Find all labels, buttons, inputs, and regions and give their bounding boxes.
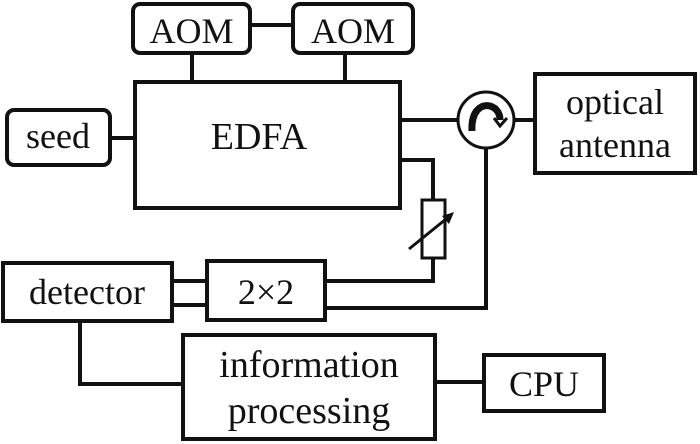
detector-box [1,261,174,323]
aom-block-1: AOM [131,2,252,55]
wire-detector-processing [78,322,182,386]
variable-attenuator-icon [408,212,454,251]
circulator [456,90,516,150]
coupler-box [205,259,327,322]
detector-block: detector [1,261,174,323]
aom-label: AOM [311,11,395,51]
edfa-label: EDFA [211,116,308,158]
optical-antenna-block: optical antenna [533,72,697,175]
seed-label: seed [26,116,90,156]
antenna-box [533,72,697,175]
processing-label-line2: processing [228,390,391,432]
wire-attenuator-coupler [325,258,435,283]
aom-box [291,2,415,55]
coupler-2x2-block: 2×2 [205,259,327,322]
seed-box [5,108,112,167]
wire-circulator-coupler [325,148,488,310]
aom-box [131,2,252,55]
processing-label-line1: information [219,344,398,386]
edfa-box [133,80,402,210]
variable-attenuator [408,198,454,260]
processing-box [181,333,437,441]
detector-label: detector [29,272,145,312]
antenna-label-line1: optical [566,82,664,122]
aom-block-2: AOM [291,2,415,55]
aom-label: AOM [149,11,233,51]
cpu-block: CPU [482,353,606,413]
cpu-label: CPU [509,364,579,404]
circulator-arrow-icon [468,102,509,132]
antenna-label-line2: antenna [559,125,671,165]
seed-block: seed [5,108,112,167]
information-processing-block: information processing [181,333,437,441]
wire-edfa-attenuator [400,158,435,200]
cpu-box [482,353,606,413]
edfa-block: EDFA [133,80,402,210]
coupler-label: 2×2 [238,272,294,312]
